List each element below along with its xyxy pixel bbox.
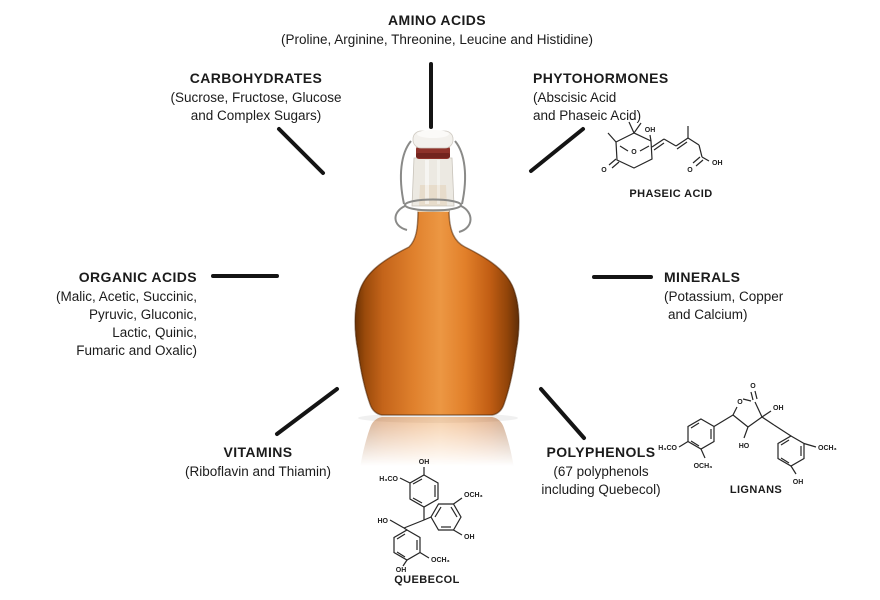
- atom-label: O: [737, 399, 743, 406]
- vitamins-title: VITAMINS: [223, 444, 293, 460]
- atom-label: OCH₃: [431, 557, 450, 564]
- organic-acids-sub-1: (Malic, Acetic, Succinic,: [55, 289, 197, 305]
- atom-label: OH: [712, 160, 723, 167]
- vitamins-sub: (Riboflavin and Thiamin): [184, 464, 332, 480]
- minerals-sub-1: (Potassium, Copper: [664, 289, 784, 305]
- atom-label: O: [601, 167, 607, 174]
- quebecol-structure: OH H₃CO HO OCH₃ OH OCH₃ OH: [378, 459, 483, 574]
- atom-label: HO: [378, 518, 389, 525]
- gasket-shade: [416, 153, 450, 158]
- atom-label: H₃CO: [658, 445, 677, 452]
- quebecol-caption: QUEBECOL: [394, 574, 460, 586]
- phytohormones-sub-2: and Phaseic Acid): [533, 108, 642, 124]
- connector-vitamins: [275, 387, 339, 436]
- atom-label: OH: [793, 479, 804, 486]
- lignans-caption: LIGNANS: [729, 484, 783, 496]
- carbohydrates-title: CARBOHYDRATES: [189, 70, 323, 86]
- atom-label: O: [631, 149, 637, 156]
- label-vitamins: VITAMINS (Riboflavin and Thiamin): [138, 444, 378, 481]
- connector-phytohormones: [529, 127, 585, 173]
- neck-highlight: [425, 160, 429, 204]
- polyphenols-sub-1: (67 polyphenols: [553, 464, 649, 480]
- organic-acids-sub-3: Lactic, Quinic,: [112, 325, 197, 340]
- amino-acids-sub: (Proline, Arginine, Threonine, Leucine a…: [281, 32, 593, 48]
- atom-label: OH: [464, 534, 475, 541]
- atom-label: O: [750, 383, 756, 390]
- swing-top-wire: [394, 140, 472, 233]
- label-carbohydrates: CARBOHYDRATES (Sucrose, Fructose, Glucos…: [136, 70, 376, 125]
- bottle-outline: [354, 209, 520, 416]
- label-phytohormones: PHYTOHORMONES (Abscisic Acid and Phaseic…: [533, 70, 753, 125]
- atom-label: OCH₃: [818, 445, 837, 452]
- stopper-highlight: [417, 130, 449, 138]
- atom-label: OH: [396, 567, 407, 574]
- carbohydrates-sub-2: and Complex Sugars): [190, 108, 322, 124]
- organic-acids-title: ORGANIC ACIDS: [78, 269, 197, 285]
- organic-acids-sub-2: Pyruvic, Gluconic,: [88, 307, 197, 323]
- phytohormones-sub-1: (Abscisic Acid: [533, 90, 617, 106]
- atom-label: OCH₃: [464, 492, 483, 499]
- atom-label: OCH₃: [694, 463, 713, 470]
- neck-highlight-2: [437, 160, 440, 204]
- polyphenols-title: POLYPHENOLS: [546, 444, 656, 460]
- minerals-sub-2: and Calcium): [668, 307, 748, 323]
- connector-polyphenols: [539, 387, 586, 440]
- organic-acids-sub-4: Fumaric and Oxalic): [76, 342, 197, 358]
- maple-syrup-bottle: [354, 130, 520, 600]
- atom-label: O: [687, 167, 693, 174]
- phaseic-acid-structure: O O OH O OH: [601, 121, 723, 174]
- connector-lines: [211, 62, 653, 440]
- atom-label: H₃CO: [379, 476, 398, 483]
- connector-carbohydrates: [277, 127, 325, 175]
- label-minerals: MINERALS (Potassium, Copper and Calcium): [664, 269, 864, 324]
- atom-label: HO: [739, 443, 750, 450]
- atom-label: OH: [645, 127, 656, 134]
- phytohormones-title: PHYTOHORMONES: [533, 70, 669, 86]
- atom-label: OH: [773, 405, 784, 412]
- atom-label: OH: [419, 459, 430, 466]
- amino-acids-title: AMINO ACIDS: [388, 12, 486, 28]
- polyphenols-sub-2: including Quebecol): [541, 482, 661, 498]
- label-organic-acids: ORGANIC ACIDS (Malic, Acetic, Succinic, …: [7, 269, 197, 360]
- carbohydrates-sub-1: (Sucrose, Fructose, Glucose: [170, 90, 342, 106]
- minerals-title: MINERALS: [664, 269, 741, 285]
- label-amino-acids: AMINO ACIDS (Proline, Arginine, Threonin…: [177, 12, 697, 49]
- label-polyphenols: POLYPHENOLS (67 polyphenols including Qu…: [481, 444, 721, 499]
- phaseic-acid-caption: PHASEIC ACID: [629, 188, 713, 200]
- lignans-structure: O O OH HO H₃CO OCH₃ OCH₃ OH: [658, 383, 837, 486]
